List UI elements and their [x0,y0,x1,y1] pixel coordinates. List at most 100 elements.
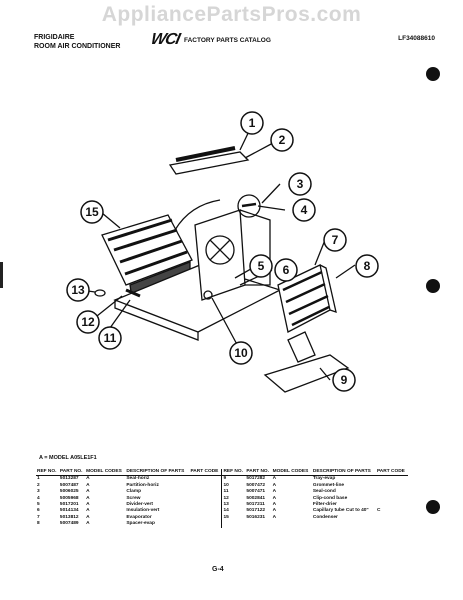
clip-drawing [125,288,141,298]
cell-ref [221,521,246,528]
grommet-drawing [203,290,213,300]
divider-drawing [194,209,271,301]
col-part-no-right: PART NO. [245,469,272,477]
col-part-no: PART NO. [58,469,86,477]
callout-15: 15 [80,200,104,224]
page-number: G-4 [212,566,224,573]
svg-text:15: 15 [85,205,99,219]
cell-part: 5002841 [246,495,266,501]
cell-part: 5007472 [246,482,266,488]
callout-8: 8 [355,254,379,278]
cell-desc: Partition-horiz [126,482,159,488]
cell-part: 5016231 [246,514,266,520]
cell-part: 5017201 [59,502,79,508]
callout-11: 11 [98,326,122,350]
cell-code: A [86,476,90,482]
cell-code: A [86,514,90,520]
callout-10: 10 [229,341,253,365]
cell-desc: Spacer-evap [126,521,155,527]
col-ref-no-right: REF NO. [221,469,246,477]
cell-ref: 8 [37,521,40,527]
catalog-title: FACTORY PARTS CATALOG [184,37,271,44]
callout-12: 12 [76,310,100,334]
callout-1: 1 [240,111,264,135]
callout-4: 4 [292,198,316,222]
cell-ref: 5 [37,502,40,508]
cell-desc: Seal-cond [312,489,336,495]
cell-ref: 2 [37,482,40,488]
svg-text:5: 5 [258,259,265,273]
filter-drier-drawing [94,289,106,297]
cell-ref: 7 [37,514,40,520]
evaporator-drawing [277,264,337,333]
cell-ref: 13 [221,502,246,509]
cell-part: 5005968 [59,495,79,501]
cell-code: A [86,502,90,508]
callout-2: 2 [270,128,294,152]
parts-table: REF NO. PART NO. MODEL CODES DESCRIPTION… [36,469,408,528]
svg-text:11: 11 [104,331,117,345]
callout-3: 3 [288,172,312,196]
cell-ref: 11 [221,489,246,496]
cell-pcode [376,521,408,527]
cell-desc: Grommet-line [312,482,345,488]
cell-pcode [189,521,221,527]
cell-code: A [272,476,277,482]
svg-text:3: 3 [297,177,304,191]
cell-code: A [272,482,277,488]
binder-hole-top [426,67,440,81]
svg-text:2: 2 [279,133,286,147]
callout-9: 9 [332,368,356,392]
cell-part: 5013287 [59,476,79,482]
cell-desc [312,521,376,527]
cell-desc: Divider-vert [126,502,154,508]
svg-text:8: 8 [364,259,371,273]
cell-part: 5007471 [246,489,266,495]
refrigerant-line [174,199,221,231]
cell-ref: 6 [37,508,40,514]
cell-desc: Condenser [312,514,338,520]
cell-part [245,521,271,527]
col-model-codes: MODEL CODES [85,469,126,477]
cell-desc: Clamp [126,489,142,495]
callout-6: 6 [274,258,298,282]
col-description: DESCRIPTION OF PARTS [125,469,190,477]
cell-desc: Evaporator [126,514,152,520]
seal-horiz-drawing [175,146,236,162]
cell-part: 5013812 [59,514,79,520]
cell-ref: 15 [221,514,246,522]
col-model-codes-right: MODEL CODES [271,469,312,477]
spacer-evap-drawing [287,331,316,363]
cell-part: 5017211 [246,502,265,508]
cell-part: 5007487 [59,482,79,488]
cell-ref: 12 [221,495,246,503]
cell-ref: 10 [221,482,246,490]
tray-evap-drawing [263,354,350,393]
cell-pcode [189,476,221,483]
cell-part: 5007489 [59,521,79,527]
cell-ref: 14 [221,508,246,515]
cell-pcode [376,476,408,483]
svg-text:13: 13 [71,283,85,297]
model-note: A = MODEL A05LE1F1 [39,455,97,461]
cell-code: A [86,489,90,495]
cell-ref: 1 [37,476,40,482]
exploded-parts-diagram: 1 2 3 4 5 6 7 8 9 10 11 12 13 15 [66,111,379,393]
col-description-right: DESCRIPTION OF PARTS [311,469,376,477]
cell-code: A [272,489,277,495]
callout-5: 5 [249,254,273,278]
cell-code: A [272,495,277,501]
document-number: LF34088610 [398,35,435,42]
callout-7: 7 [323,228,347,252]
parts-table-header: REF NO. PART NO. MODEL CODES DESCRIPTION… [36,469,408,477]
svg-text:9: 9 [341,373,348,387]
wci-logo: WCI [149,31,182,48]
